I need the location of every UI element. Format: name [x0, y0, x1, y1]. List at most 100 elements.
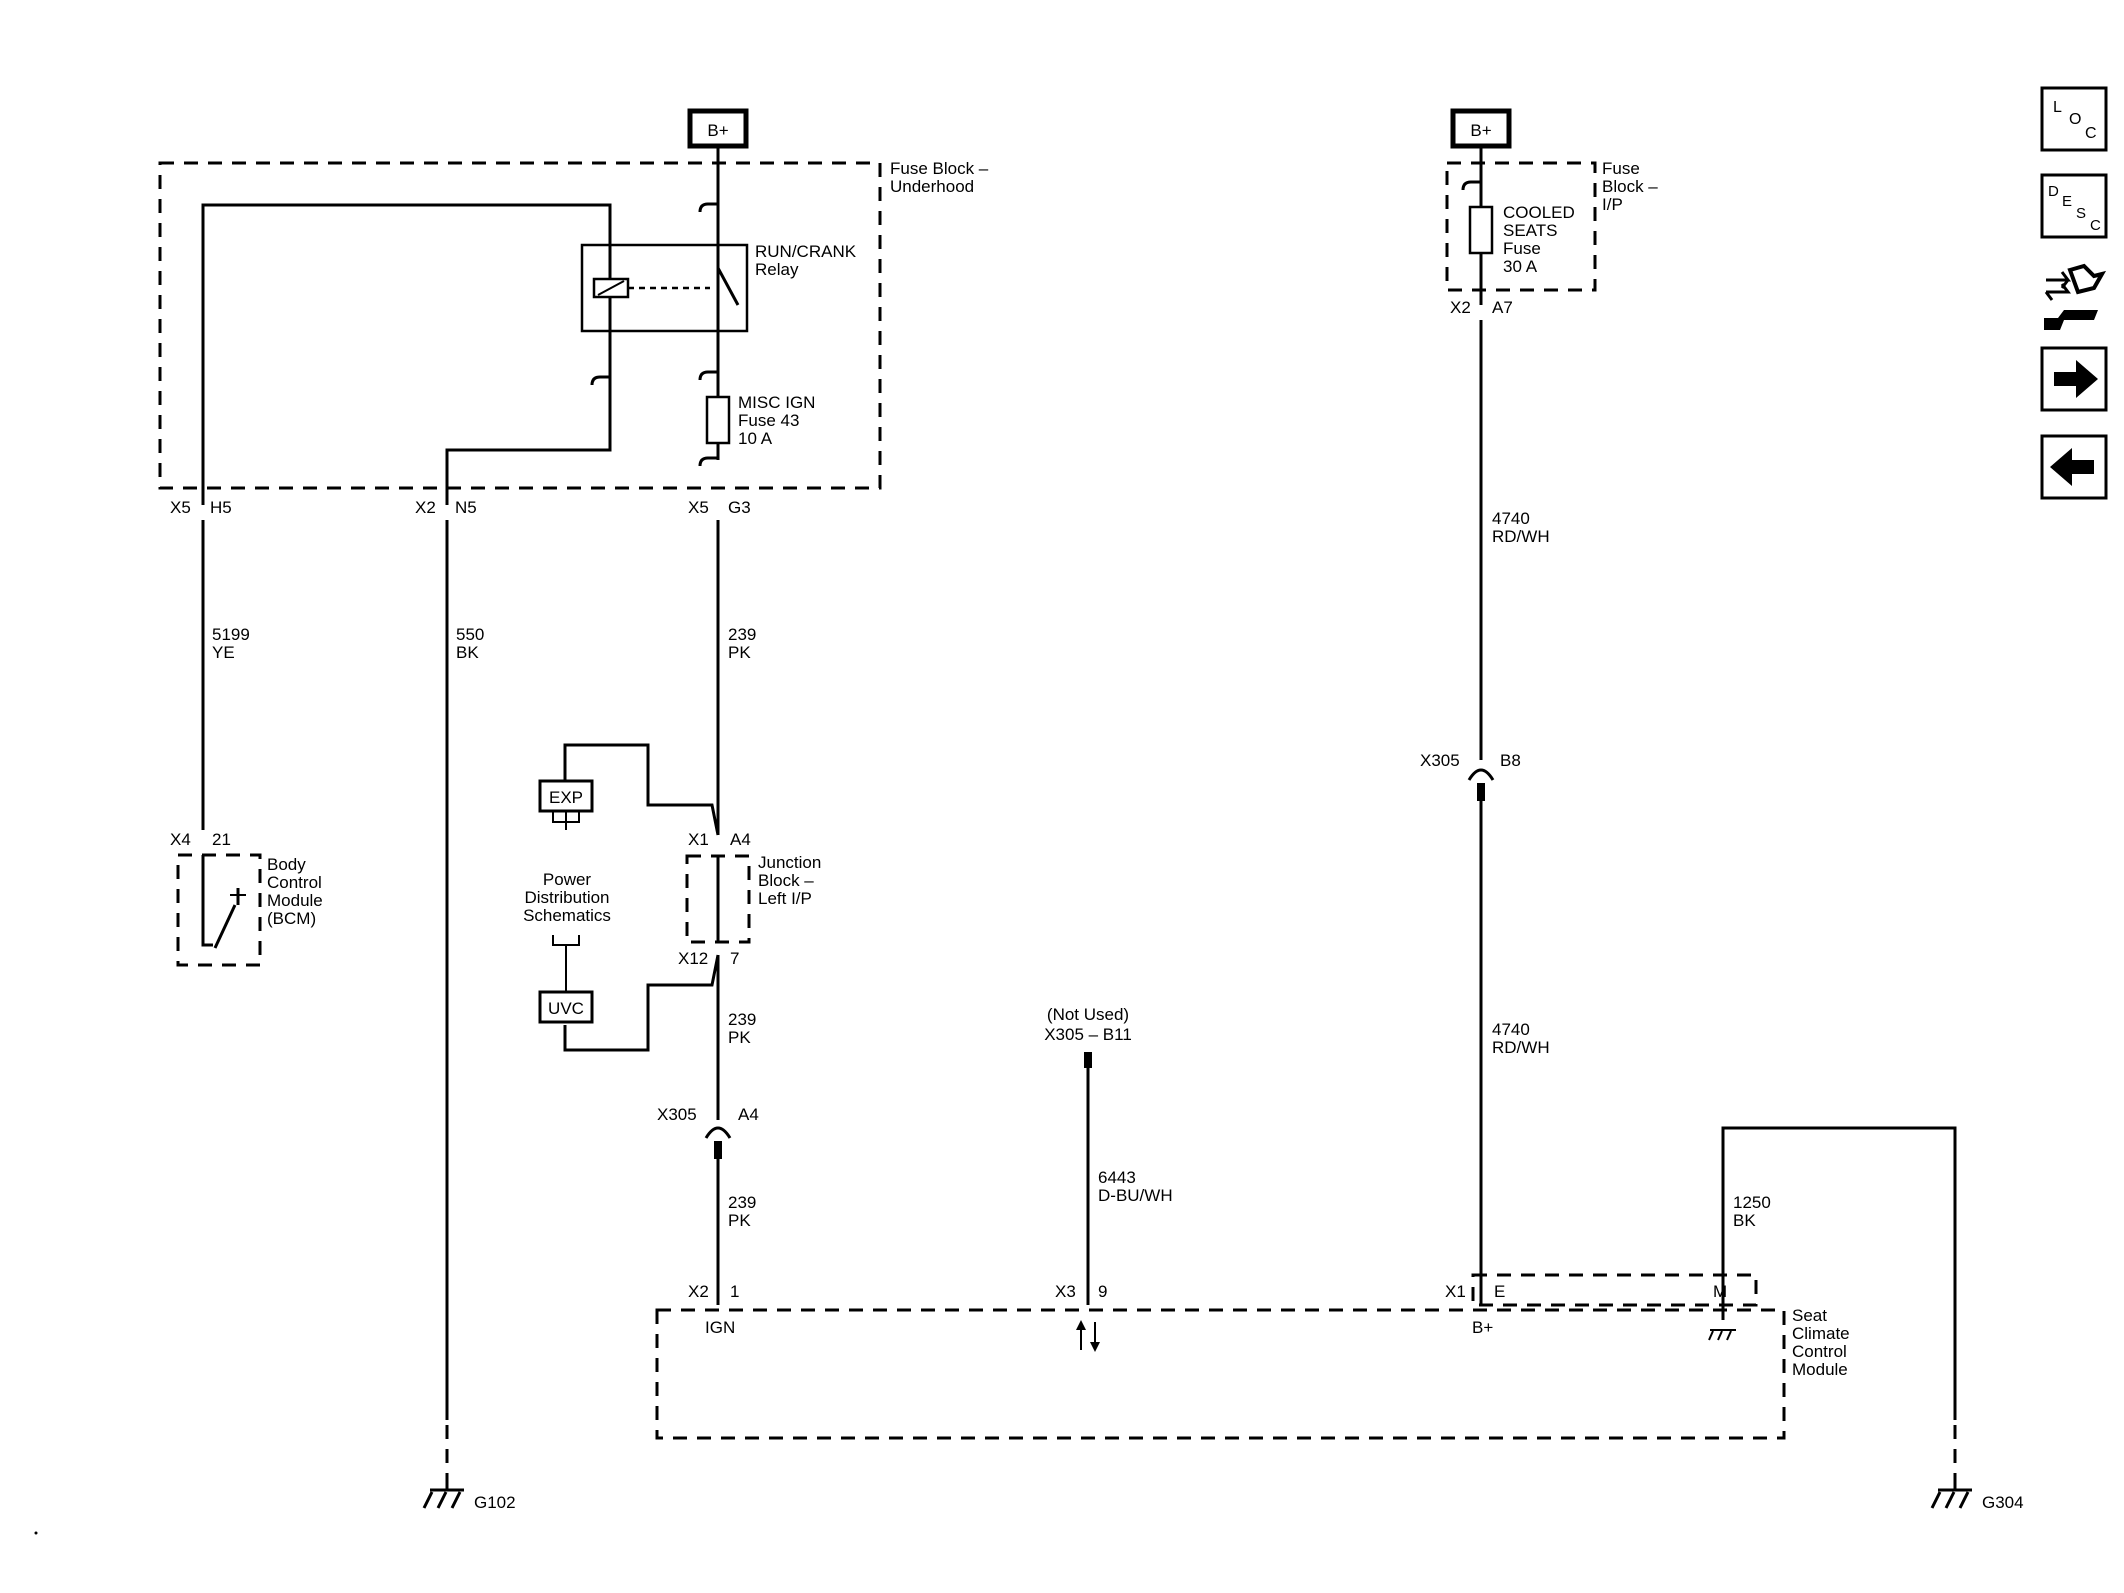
- desc-letter-c: C: [2090, 217, 2101, 234]
- conn-x2-n5: X2: [415, 498, 436, 517]
- cooled-seats-fuse-label-4: 30 A: [1503, 257, 1538, 276]
- loc-letter-l: L: [2053, 99, 2062, 116]
- ground-g304-label: G304: [1982, 1493, 2024, 1512]
- scm-bplus-label: B+: [1472, 1318, 1493, 1337]
- previous-page-button[interactable]: [2040, 434, 2108, 500]
- pin-7: 7: [730, 949, 739, 968]
- terminal-hook-5: [1461, 180, 1481, 191]
- pin-1: 1: [730, 1282, 739, 1301]
- misc-ign-fuse-label-2: Fuse 43: [738, 411, 799, 430]
- wire-239-bottom-number: 239: [728, 1193, 756, 1212]
- component-connector-icon[interactable]: [2044, 263, 2107, 330]
- bplus-right-terminal: B+: [1450, 108, 1512, 149]
- misc-ign-fuse-label-3: 10 A: [738, 429, 773, 448]
- conn-x5-h5: X5: [170, 498, 191, 517]
- relay-label-2: Relay: [755, 260, 799, 279]
- pin-n5: N5: [455, 498, 477, 517]
- not-used-terminal: [1084, 1052, 1092, 1068]
- junction-block-label-3: Left I/P: [758, 889, 812, 908]
- desc-button[interactable]: D E S C: [2040, 173, 2108, 239]
- cooled-seats-fuse-label-2: SEATS: [1503, 221, 1557, 240]
- desc-letter-e: E: [2062, 193, 2072, 210]
- inline-connector-x305-b8: [1467, 768, 1495, 801]
- next-page-button[interactable]: [2040, 346, 2108, 412]
- loc-letter-o: O: [2069, 111, 2081, 128]
- wire-239-top-number: 239: [728, 625, 756, 644]
- terminal-hook-3: [698, 456, 718, 467]
- inline-connector-x305-a4: [704, 1126, 732, 1159]
- wire-239-mid-number: 239: [728, 1010, 756, 1029]
- loc-letter-c: C: [2085, 125, 2097, 142]
- terminal-hook-4: [590, 375, 610, 386]
- pin-a4-jb: A4: [730, 830, 751, 849]
- body-control-module: Body Control Module (BCM): [176, 853, 323, 967]
- wire-5199-inner: [201, 203, 612, 505]
- cooled-seats-fuse-label-1: COOLED: [1503, 203, 1575, 222]
- bcm-label-2: Control: [267, 873, 322, 892]
- wire-4740-bottom-number: 4740: [1492, 1020, 1530, 1039]
- power-dist-label-3: Schematics: [523, 906, 611, 925]
- junction-block-left-ip: Junction Block – Left I/P: [685, 853, 821, 944]
- pin-a7: A7: [1492, 298, 1513, 317]
- power-dist-label-2: Distribution: [524, 888, 609, 907]
- power-distribution-reference: EXP Power Distribution Schematics UVC: [523, 743, 720, 1052]
- bcm-label-3: Module: [267, 891, 323, 910]
- not-used-label-2: X305 – B11: [1044, 1025, 1132, 1044]
- scm-label-4: Module: [1792, 1360, 1848, 1379]
- desc-letter-d: D: [2048, 183, 2059, 200]
- ground-g102-label: G102: [474, 1493, 516, 1512]
- arrow-left-icon: [2050, 448, 2094, 486]
- pin-g3: G3: [728, 498, 751, 517]
- wire-4740-bottom-color: RD/WH: [1492, 1038, 1550, 1057]
- wire-239-bottom-color: PK: [728, 1211, 751, 1230]
- bplus-left-terminal: B+: [687, 108, 749, 149]
- chassis-ground-icon: [1708, 1329, 1736, 1341]
- wire-5199-color: YE: [212, 643, 235, 662]
- bplus-left-label: B+: [707, 121, 728, 140]
- pin-b8: B8: [1500, 751, 1521, 770]
- fuse-block-underhood-label-1: Fuse Block –: [890, 159, 989, 178]
- bidirectional-arrow-icon: [1076, 1320, 1100, 1352]
- fuse-block-ip-label-3: I/P: [1602, 195, 1623, 214]
- wire-239-top-color: PK: [728, 643, 751, 662]
- wire-4740-top-color: RD/WH: [1492, 527, 1550, 546]
- wire-550-inner: [445, 297, 612, 505]
- terminal-hook-2: [698, 370, 718, 381]
- misc-ign-fuse: MISC IGN Fuse 43 10 A: [705, 393, 815, 448]
- conn-x2-a7: X2: [1450, 298, 1471, 317]
- not-used-label-1: (Not Used): [1047, 1005, 1129, 1024]
- exp-label: EXP: [549, 788, 583, 807]
- cooled-seats-fuse-label-3: Fuse: [1503, 239, 1541, 258]
- pin-m: M: [1713, 1282, 1727, 1301]
- loc-button[interactable]: L O C: [2040, 86, 2108, 152]
- ground-g304-icon: [1930, 1480, 1972, 1509]
- wire-1250-number: 1250: [1733, 1193, 1771, 1212]
- relay-label-1: RUN/CRANK: [755, 242, 857, 261]
- fuse-block-underhood: Fuse Block – Underhood: [158, 159, 989, 490]
- conn-x5-g3: X5: [688, 498, 709, 517]
- uvc-label: UVC: [548, 999, 584, 1018]
- terminal-hook-1: [698, 202, 718, 213]
- conn-x3: X3: [1055, 1282, 1076, 1301]
- conn-x1-e: X1: [1445, 1282, 1466, 1301]
- bplus-right-label: B+: [1470, 121, 1491, 140]
- scm-ign-label: IGN: [705, 1318, 735, 1337]
- bcm-label-4: (BCM): [267, 909, 316, 928]
- pin-e: E: [1494, 1282, 1505, 1301]
- wire-239-mid-color: PK: [728, 1028, 751, 1047]
- pin-9: 9: [1098, 1282, 1107, 1301]
- wire-5199-number: 5199: [212, 625, 250, 644]
- stray-dot: [34, 1531, 38, 1535]
- pin-a4-x305: A4: [738, 1105, 759, 1124]
- wire-6443-number: 6443: [1098, 1168, 1136, 1187]
- wire-1250: [1721, 1126, 1957, 1420]
- seat-climate-control-module: M IGN B+ Seat Climate Control Module: [655, 1273, 1850, 1440]
- conn-x1-a4: X1: [688, 830, 709, 849]
- scm-label-3: Control: [1792, 1342, 1847, 1361]
- fuse-block-ip-label-1: Fuse: [1602, 159, 1640, 178]
- pin-h5: H5: [210, 498, 232, 517]
- scm-label-1: Seat: [1792, 1306, 1827, 1325]
- wire-1250-color: BK: [1733, 1211, 1756, 1230]
- ground-g102-icon: [422, 1480, 464, 1509]
- cooled-seats-fuse: COOLED SEATS Fuse 30 A: [1468, 203, 1575, 276]
